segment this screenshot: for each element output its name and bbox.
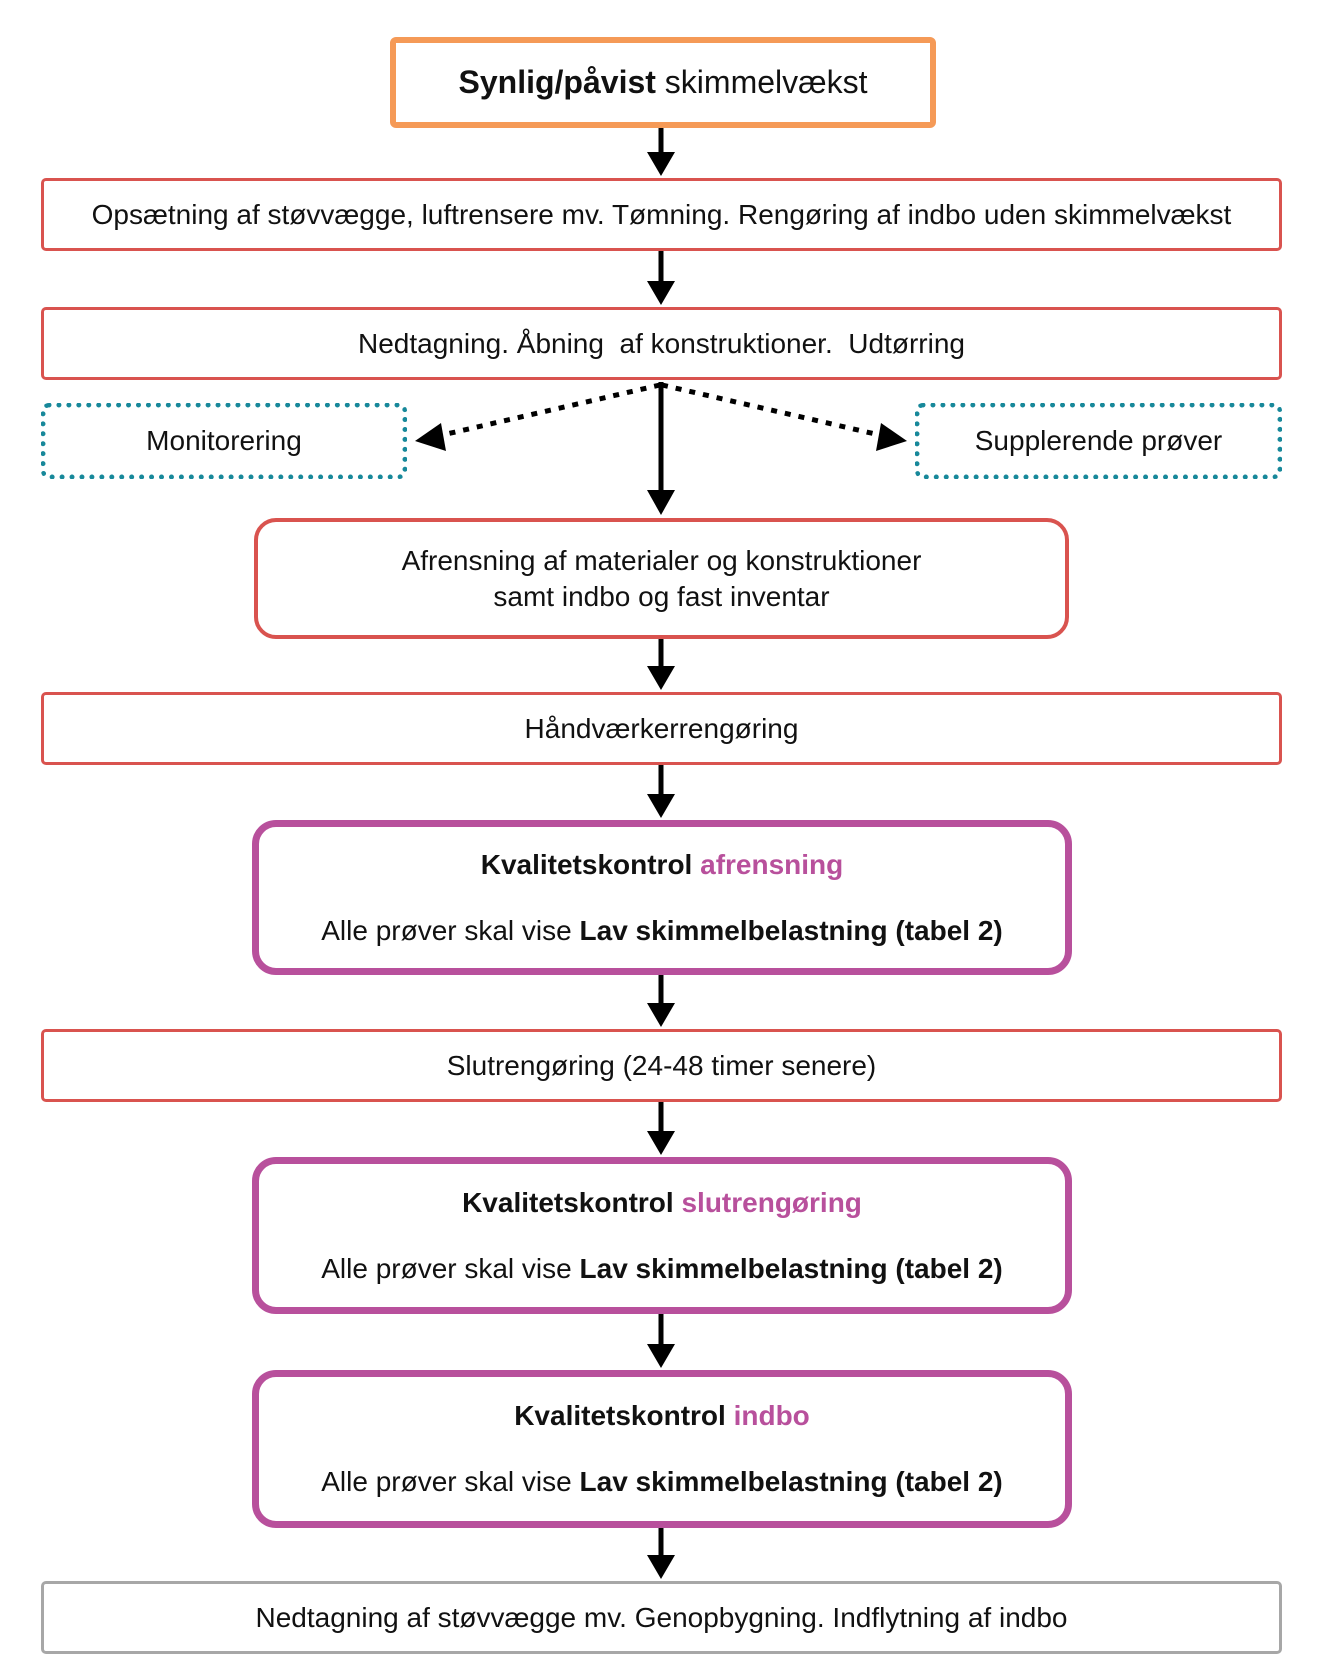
quality-rule-prefix: Alle prøver skal vise <box>321 914 580 946</box>
quality-control-label: Kvalitetskontrol <box>480 848 693 880</box>
arrow-nedtagning-to-afrensning <box>647 382 675 515</box>
quality-control-slutrengoring: Kvalitetskontrol slutrengøring Alle prøv… <box>252 1157 1072 1314</box>
step-opsaetning-label: Opsætning af støvvægge, luftrensere mv. … <box>91 198 1232 230</box>
step-slutrengoring: Slutrengøring (24-48 timer senere) <box>41 1029 1282 1102</box>
step-supplerende-label: Supplerende prøver <box>974 425 1223 456</box>
step-haandvaerkerrengoring: Håndværkerrengøring <box>41 692 1282 765</box>
step-supplerende-proever: Supplerende prøver <box>915 403 1282 479</box>
arrow-kv2-to-kv3 <box>647 1314 675 1368</box>
step-opsaetning: Opsætning af støvvægge, luftrensere mv. … <box>41 178 1282 251</box>
start-label-bold: Synlig/påvist <box>458 64 656 100</box>
quality-rule-prefix: Alle prøver skal vise <box>321 1252 580 1284</box>
step-haandvaerker-label: Håndværkerrengøring <box>524 712 799 744</box>
step-afrensning-line1: Afrensning af materialer og konstruktion… <box>401 544 922 576</box>
step-afrensning: Afrensning af materialer og konstruktion… <box>254 518 1069 639</box>
quality-control-highlight: indbo <box>725 1400 810 1431</box>
quality-rule-prefix: Alle prøver skal vise <box>321 1466 580 1497</box>
step-afrensning-line2: samt indbo og fast inventar <box>493 580 830 612</box>
arrow-kv3-to-final <box>647 1528 675 1579</box>
quality-control-label: Kvalitetskontrol <box>462 1186 674 1218</box>
step-final: Nedtagning af støvvægge mv. Genopbygning… <box>41 1581 1282 1654</box>
quality-control-afrensning: Kvalitetskontrol afrensning Alle prøver … <box>252 820 1072 975</box>
arrow-afrensning-to-haandvaerker <box>647 639 675 690</box>
quality-rule-bold: Lav skimmelbelastning (tabel 2) <box>579 914 1003 946</box>
step-slutrengoring-label: Slutrengøring (24-48 timer senere) <box>446 1049 877 1081</box>
quality-rule-bold: Lav skimmelbelastning (tabel 2) <box>579 1466 1003 1497</box>
arrow-haandvaerker-to-kv1 <box>647 765 675 818</box>
quality-control-highlight: slutrengøring <box>673 1186 862 1218</box>
quality-control-indbo: Kvalitetskontrol indbo Alle prøver skal … <box>252 1370 1072 1528</box>
arrow-to-monitorering <box>415 382 661 451</box>
start-box: Synlig/påvist skimmelvækst <box>390 37 936 128</box>
arrow-kv1-to-slutrengoring <box>647 975 675 1027</box>
step-nedtagning-label: Nedtagning. Åbning af konstruktioner. Ud… <box>357 327 965 359</box>
arrow-to-supplerende <box>661 382 907 451</box>
arrow-slutrengoring-to-kv2 <box>647 1102 675 1155</box>
arrow-start-to-opsaetning <box>647 126 675 176</box>
step-final-label: Nedtagning af støvvægge mv. Genopbygning… <box>255 1601 1068 1633</box>
arrow-opsaetning-to-nedtagning <box>647 251 675 305</box>
quality-rule-bold: Lav skimmelbelastning (tabel 2) <box>579 1252 1003 1284</box>
step-monitorering-label: Monitorering <box>146 425 302 456</box>
quality-control-label: Kvalitetskontrol <box>514 1400 726 1431</box>
start-label-rest: skimmelvækst <box>655 64 868 100</box>
quality-control-highlight: afrensning <box>692 848 844 880</box>
step-nedtagning: Nedtagning. Åbning af konstruktioner. Ud… <box>41 307 1282 380</box>
step-monitorering: Monitorering <box>41 403 407 479</box>
